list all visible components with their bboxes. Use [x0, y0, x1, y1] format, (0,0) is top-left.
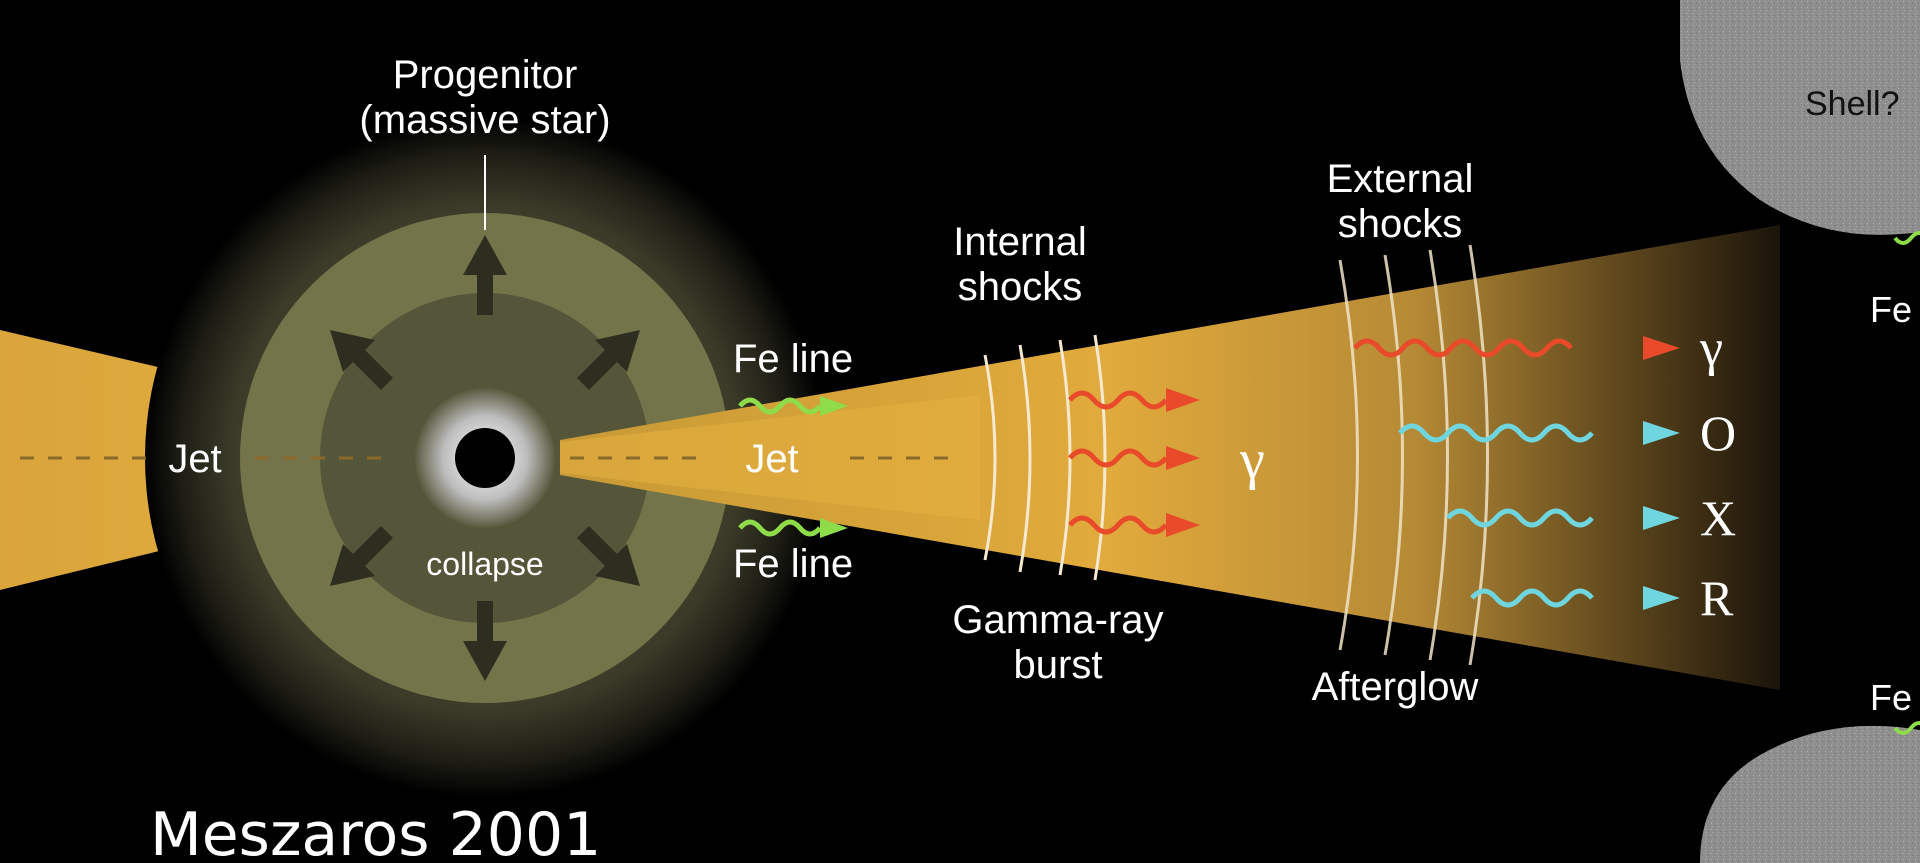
progenitor-label: Progenitor	[393, 53, 578, 97]
jet-left-label: Jet	[168, 437, 221, 481]
black-hole	[455, 428, 515, 488]
shell-bottom	[1700, 726, 1920, 863]
fe-right-bottom-label: Fe	[1870, 677, 1912, 718]
afterglow-label: Afterglow	[1312, 665, 1479, 709]
progenitor-sublabel: (massive star)	[359, 98, 610, 142]
fe-right-top-label: Fe	[1870, 289, 1912, 330]
xray-symbol: X	[1700, 490, 1736, 546]
jet-right-label: Jet	[745, 437, 798, 481]
shell-label: Shell?	[1805, 85, 1900, 123]
internal-shocks-sublabel: shocks	[958, 265, 1083, 309]
internal-shocks-label: Internal	[953, 220, 1086, 264]
external-shocks-label: External	[1327, 157, 1474, 201]
fe-line-bottom-label: Fe line	[733, 542, 853, 586]
radio-symbol: R	[1700, 570, 1734, 626]
gamma-right-symbol: γ	[1699, 320, 1723, 377]
gamma-ray-burst-sublabel: burst	[1014, 643, 1103, 687]
credit-caption: Meszaros 2001	[150, 800, 601, 863]
optical-symbol: O	[1700, 405, 1736, 461]
collapse-label: collapse	[426, 546, 543, 582]
gamma-mid-symbol: γ	[1239, 429, 1265, 491]
shell-green-wave-top	[1895, 233, 1920, 243]
external-shocks-sublabel: shocks	[1338, 202, 1463, 246]
fe-line-top-label: Fe line	[733, 337, 853, 381]
gamma-ray-burst-label: Gamma-ray	[952, 598, 1163, 642]
